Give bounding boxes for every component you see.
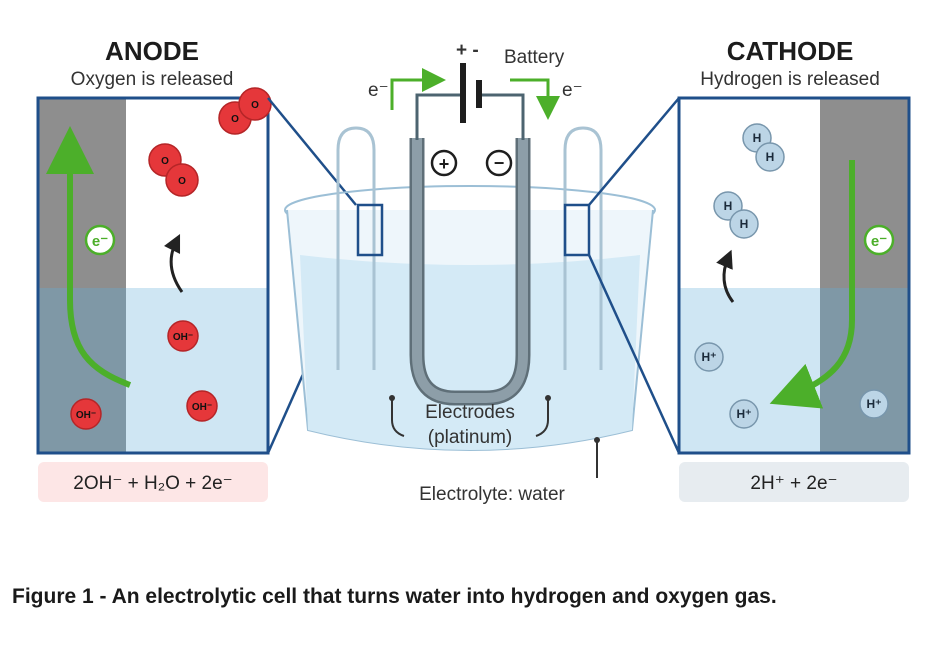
cathode-electrode-dry xyxy=(820,98,909,288)
electrolyte-label: Electrolyte: water xyxy=(419,484,565,505)
hydrogen-ion: H⁺ xyxy=(859,389,889,419)
cathode-zoom-box xyxy=(563,203,591,257)
anode-electron-badge: e⁻ xyxy=(84,224,116,256)
electrodes-pointer-right xyxy=(535,398,549,437)
cathode-zoom-line xyxy=(588,97,680,206)
cathode-equation: 2H⁺ + 2e⁻ xyxy=(750,473,837,494)
negative-terminal-icon: − xyxy=(485,149,513,177)
oxygen-molecule: O O xyxy=(218,87,272,135)
battery xyxy=(460,63,482,123)
cathode-electron-badge: e⁻ xyxy=(863,224,895,256)
cathode-water xyxy=(679,288,820,453)
cathode-zoom-line xyxy=(587,254,681,454)
svg-text:H⁺: H⁺ xyxy=(737,407,752,421)
anode-subtitle: Oxygen is released xyxy=(71,69,234,90)
anode-zoom-box xyxy=(356,203,384,257)
positive-terminal-icon: + xyxy=(430,149,458,177)
oxygen-molecule: O O xyxy=(148,143,199,197)
cathode-electron-arrow xyxy=(769,160,855,409)
svg-text:OH⁻: OH⁻ xyxy=(76,410,96,421)
svg-text:H: H xyxy=(753,131,762,145)
rise-arrow xyxy=(716,249,735,303)
wire-right xyxy=(478,93,525,140)
svg-text:OH⁻: OH⁻ xyxy=(173,332,193,343)
hydroxide-ion: OH⁻ xyxy=(70,398,102,430)
svg-text:+: + xyxy=(439,154,450,174)
svg-text:e⁻: e⁻ xyxy=(871,233,887,250)
svg-text:O: O xyxy=(161,156,169,167)
rise-arrow xyxy=(163,233,184,293)
hydroxide-ion: OH⁻ xyxy=(167,320,199,352)
electron-label-left: e⁻ xyxy=(368,80,389,101)
cathode-equation-box: 2H⁺ + 2e⁻ xyxy=(679,462,909,502)
beaker-water xyxy=(300,255,640,450)
cathode-zoom-panel: e⁻ H H H H H⁺ H⁺ H⁺ xyxy=(677,96,911,455)
anode-electron-arrow xyxy=(46,126,132,388)
cathode-panel-frame xyxy=(677,96,911,455)
electrode-u xyxy=(412,138,528,403)
svg-text:O: O xyxy=(178,176,186,187)
electron-label-right: e⁻ xyxy=(562,80,583,101)
hydrogen-molecule: H H xyxy=(713,191,759,239)
svg-text:e⁻: e⁻ xyxy=(92,233,108,250)
battery-label: Battery xyxy=(504,47,565,68)
svg-text:OH⁻: OH⁻ xyxy=(192,402,212,413)
electron-flow-arrow-out xyxy=(390,68,446,110)
cathode-title: CATHODE xyxy=(727,36,854,66)
anode-panel-frame xyxy=(36,96,270,455)
anode-equation: 2OH⁻ + H₂O + 2e⁻ xyxy=(73,473,232,494)
svg-text:O: O xyxy=(231,114,239,125)
svg-text:H⁺: H⁺ xyxy=(867,397,882,411)
hydrogen-ion: H⁺ xyxy=(694,342,724,372)
anode-equation-box: 2OH⁻ + H₂O + 2e⁻ xyxy=(38,462,268,502)
svg-text:H⁺: H⁺ xyxy=(702,350,717,364)
anode-title: ANODE xyxy=(105,36,199,66)
gas-collection-tube-left xyxy=(336,126,376,370)
anode-water xyxy=(126,288,268,453)
electrolysis-cell: + - Battery e⁻ e⁻ + − Electrodes (platin… xyxy=(284,40,656,505)
wire-left xyxy=(415,93,462,140)
hydroxide-ion: OH⁻ xyxy=(186,390,218,422)
hydrogen-molecule: H H xyxy=(742,123,785,172)
anode-zoom-panel: e⁻ O O O O OH⁻ OH⁻ OH⁻ xyxy=(36,87,272,455)
cathode-subtitle: Hydrogen is released xyxy=(700,69,880,90)
hydrogen-ion: H⁺ xyxy=(729,399,759,429)
battery-polarity: + - xyxy=(456,40,479,61)
electrodes-pointer-left xyxy=(391,398,405,437)
anode-electrode-dry xyxy=(38,98,126,288)
figure-caption: Figure 1 - An electrolytic cell that tur… xyxy=(12,585,777,608)
electrodes-label: Electrodes xyxy=(425,402,515,423)
svg-text:H: H xyxy=(724,199,733,213)
svg-text:H: H xyxy=(766,150,775,164)
electrodes-material-label: (platinum) xyxy=(428,427,512,448)
gas-collection-tube-right xyxy=(563,126,603,370)
svg-text:O: O xyxy=(251,100,259,111)
svg-text:−: − xyxy=(494,153,505,173)
anode-zoom-line xyxy=(267,97,357,206)
svg-text:H: H xyxy=(740,217,749,231)
electron-flow-arrow-in xyxy=(510,78,560,120)
